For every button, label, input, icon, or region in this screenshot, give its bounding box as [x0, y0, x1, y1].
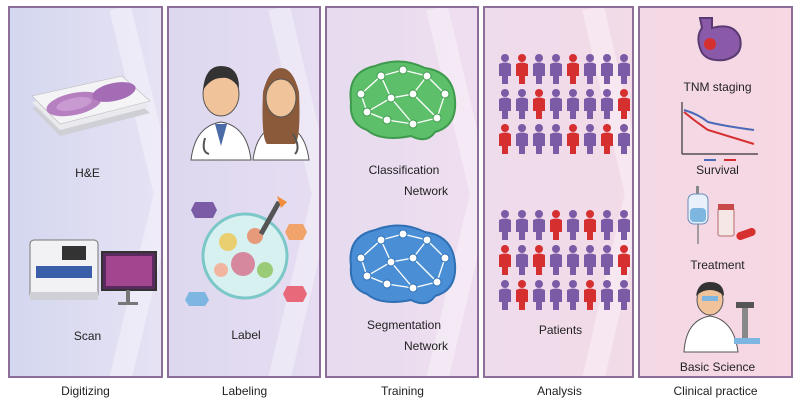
- analysis-panel: Patients: [483, 6, 634, 378]
- patient-figure-icon: [499, 245, 511, 275]
- patients-grid-bottom: [499, 210, 630, 310]
- label-text: Label: [231, 328, 261, 342]
- patient-figure-icon: [601, 54, 613, 84]
- patient-figure-icon: [601, 245, 613, 275]
- patient-figure-icon: [516, 210, 528, 240]
- patient-figure-icon: [618, 54, 630, 84]
- patient-figure-icon: [533, 245, 545, 275]
- patient-figure-icon: [533, 210, 545, 240]
- scientist-microscope-icon: [683, 282, 760, 353]
- chevron-background: [426, 8, 477, 376]
- stage-label-labeling: Labeling: [221, 384, 268, 398]
- patient-figure-icon: [601, 280, 613, 310]
- classification-label-line2: Network: [403, 184, 448, 198]
- patient-figure-icon: [550, 245, 562, 275]
- patient-figure-icon: [499, 280, 511, 310]
- digitizing-panel: H&E Scan: [8, 6, 163, 378]
- treatment-icon: [687, 186, 756, 244]
- patient-figure-icon: [516, 245, 528, 275]
- patient-figure-icon: [567, 210, 579, 240]
- patient-figure-icon: [516, 124, 528, 154]
- patient-figure-icon: [533, 89, 545, 119]
- patient-figure-icon: [499, 89, 511, 119]
- patient-figure-icon: [533, 124, 545, 154]
- patient-figure-icon: [601, 124, 613, 154]
- patient-figure-icon: [618, 245, 630, 275]
- annotated-tissue-image: [185, 196, 307, 306]
- patient-figure-icon: [567, 124, 579, 154]
- patient-figure-icon: [618, 89, 630, 119]
- segmentation-label-line2: Network: [403, 339, 448, 353]
- patient-figure-icon: [618, 124, 630, 154]
- patient-figure-icon: [533, 280, 545, 310]
- patient-figure-icon: [499, 210, 511, 240]
- survival-label: Survival: [696, 163, 739, 177]
- stomach-icon: [697, 17, 742, 62]
- treatment-label: Treatment: [690, 258, 745, 272]
- patient-figure-icon: [550, 54, 562, 84]
- patient-figure-icon: [516, 54, 528, 84]
- patient-figure-icon: [618, 280, 630, 310]
- training-panel: Classification Network Segmentation Netw…: [325, 6, 479, 378]
- basic-science-label: Basic Science: [679, 360, 756, 374]
- chevron-background: [109, 8, 161, 376]
- patient-figure-icon: [567, 89, 579, 119]
- labeling-panel: Label: [167, 6, 321, 378]
- stage-label-analysis: Analysis: [537, 384, 582, 398]
- patient-figure-icon: [550, 124, 562, 154]
- patient-figure-icon: [601, 89, 613, 119]
- doctors-image: [190, 66, 310, 161]
- he-label: H&E: [75, 166, 100, 180]
- patient-figure-icon: [499, 124, 511, 154]
- patient-figure-icon: [516, 280, 528, 310]
- patient-figure-icon: [499, 54, 511, 84]
- segmentation-network-brain-image: [349, 224, 457, 305]
- scan-label: Scan: [73, 329, 102, 343]
- chevron-background: [268, 8, 319, 376]
- stage-label-training: Training: [381, 384, 424, 398]
- patient-figure-icon: [584, 210, 596, 240]
- patient-figure-icon: [550, 89, 562, 119]
- tnm-staging-label: TNM staging: [683, 80, 752, 94]
- patients-label: Patients: [538, 323, 583, 337]
- classification-label-line1: Classification: [368, 163, 440, 177]
- segmentation-label-line1: Segmentation: [366, 318, 442, 332]
- scanner-with-monitor-image: [29, 239, 157, 305]
- patient-figure-icon: [550, 280, 562, 310]
- patient-figure-icon: [618, 210, 630, 240]
- stage-label-clinical: Clinical practice: [673, 384, 758, 398]
- patient-figure-icon: [567, 245, 579, 275]
- patient-figure-icon: [516, 89, 528, 119]
- patient-figure-icon: [550, 210, 562, 240]
- patients-grid-top: [499, 54, 630, 154]
- patient-figure-icon: [584, 280, 596, 310]
- patient-figure-icon: [584, 124, 596, 154]
- patient-figure-icon: [567, 280, 579, 310]
- he-slide-stack-image: [31, 75, 151, 136]
- patient-figure-icon: [584, 89, 596, 119]
- classification-network-brain-image: [349, 60, 457, 141]
- patient-figure-icon: [584, 54, 596, 84]
- stage-label-digitizing: Digitizing: [61, 384, 110, 398]
- patient-figure-icon: [567, 54, 579, 84]
- patient-figure-icon: [533, 54, 545, 84]
- patient-figure-icon: [584, 245, 596, 275]
- survival-curve-icon: [681, 102, 758, 161]
- patient-figure-icon: [601, 210, 613, 240]
- clinical-panel: TNM staging Survival Treatment Basic Sci…: [638, 6, 793, 378]
